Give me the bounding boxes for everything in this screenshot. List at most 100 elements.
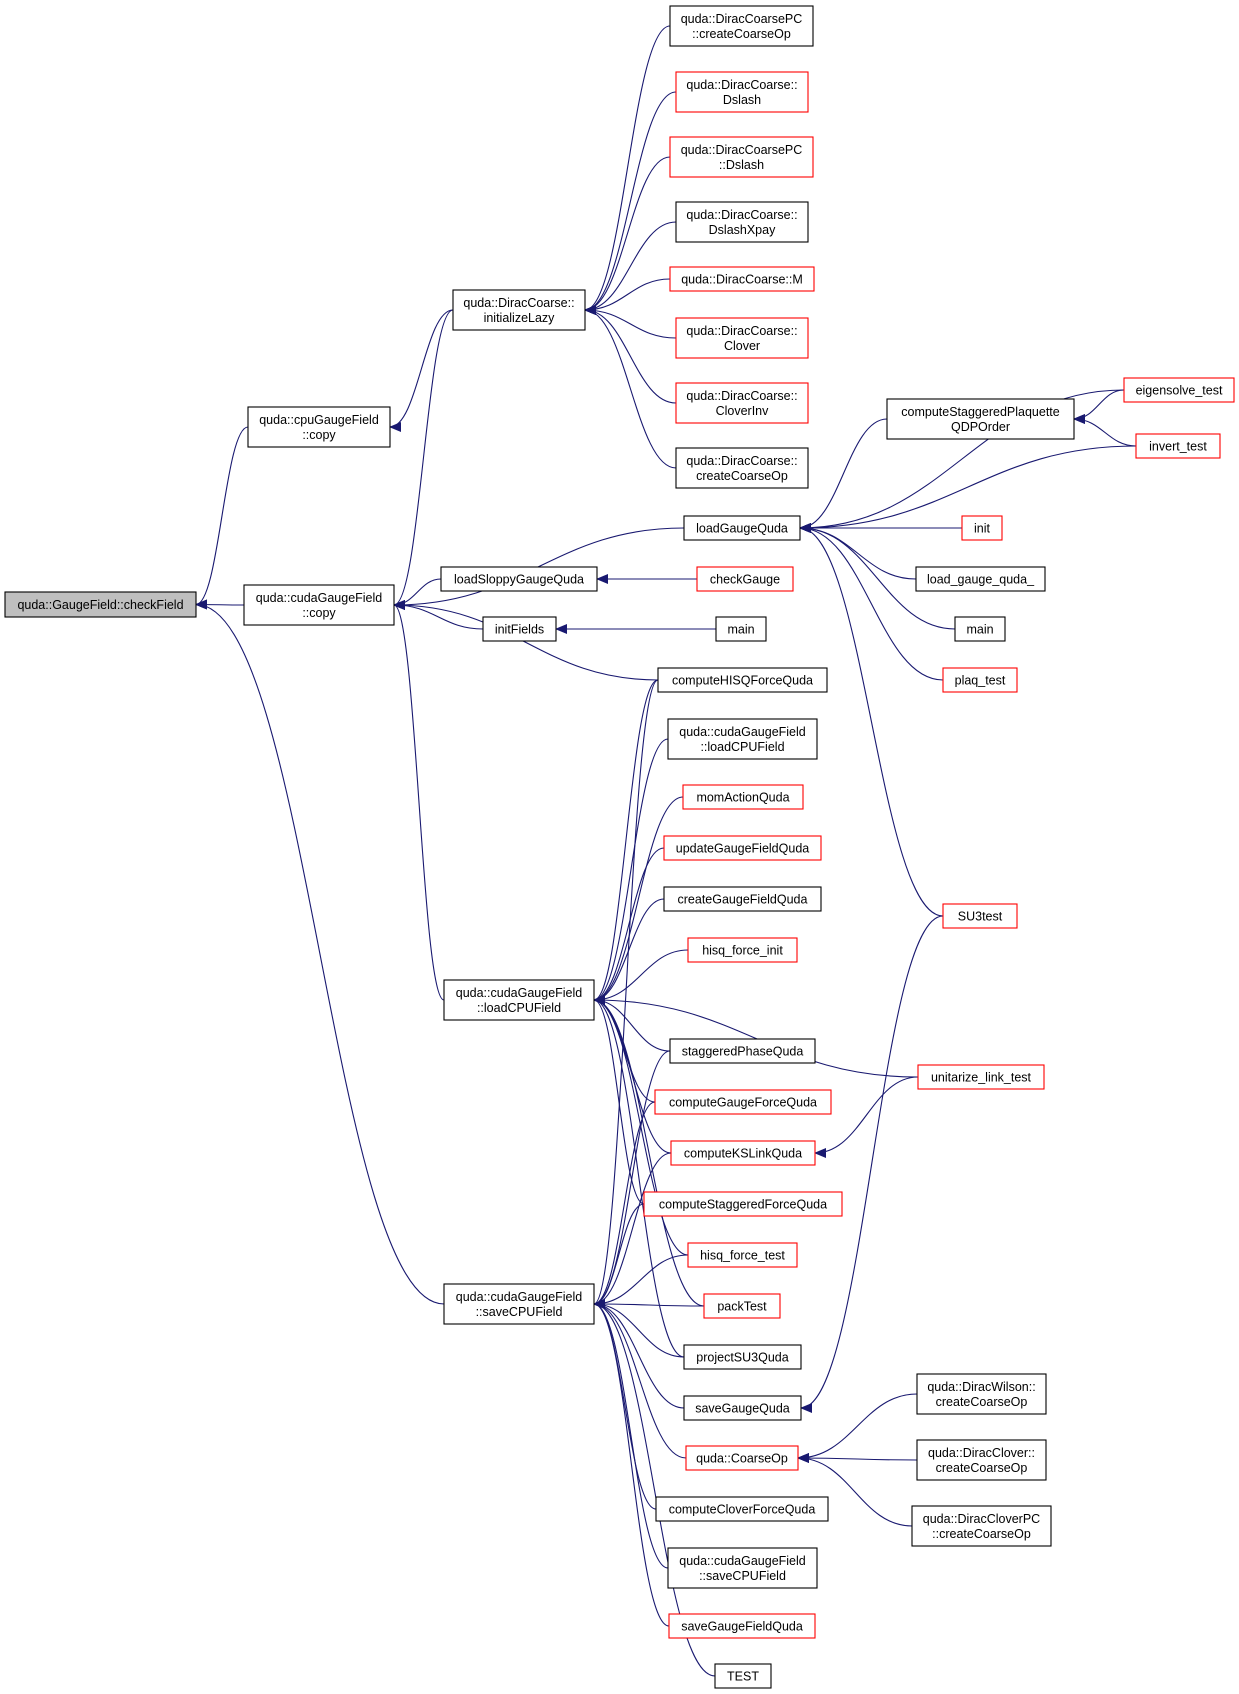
graph-node-cuda_copy[interactable]: quda::cudaGaugeField::copy	[243, 584, 395, 626]
node-box	[4, 591, 197, 618]
call-edge-unitarize-to-ksLink	[814, 1076, 919, 1158]
node-box	[675, 447, 809, 489]
node-label: hisq_force_test	[700, 1249, 785, 1263]
graph-node-saveGF[interactable]: saveGaugeFieldQuda	[668, 1613, 816, 1639]
graph-node-hisqInit[interactable]: hisq_force_init	[687, 937, 798, 963]
graph-node-plaq[interactable]: plaq_test	[942, 667, 1018, 693]
graph-node-dcl_create[interactable]: quda::DiracClover::createCoarseOp	[916, 1439, 1047, 1481]
graph-node-stagPhase[interactable]: staggeredPhaseQuda	[669, 1038, 816, 1064]
node-box	[915, 566, 1046, 592]
graph-node-dc_dslash[interactable]: quda::DiracCoarse::Dslash	[675, 71, 809, 113]
graph-node-cloverForce[interactable]: computeCloverForceQuda	[655, 1496, 829, 1522]
graph-node-packTest[interactable]: packTest	[703, 1293, 781, 1319]
node-label: saveGaugeFieldQuda	[681, 1620, 803, 1634]
node-box	[916, 1373, 1047, 1415]
graph-node-cpu_copy[interactable]: quda::cpuGaugeField::copy	[247, 406, 391, 448]
graph-node-ksLink[interactable]: computeKSLinkQuda	[670, 1140, 816, 1166]
node-box	[687, 1242, 798, 1268]
graph-node-cgf_save2[interactable]: quda::cudaGaugeField::saveCPUField	[667, 1547, 818, 1589]
node-box	[703, 1293, 781, 1319]
graph-node-cgf_save[interactable]: quda::cudaGaugeField::saveCPUField	[443, 1283, 595, 1325]
node-box	[657, 667, 828, 693]
graph-node-root[interactable]: quda::GaugeField::checkField	[4, 591, 197, 618]
graph-node-load_gauge_quda_[interactable]: load_gauge_quda_	[915, 566, 1046, 592]
node-label: DslashXpay	[709, 223, 776, 237]
node-label: quda::cpuGaugeField	[259, 413, 379, 427]
graph-node-dc_cloverinv[interactable]: quda::DiracCoarse::CloverInv	[675, 382, 809, 424]
node-box	[663, 835, 822, 861]
node-box	[667, 718, 818, 760]
node-label: quda::DiracWilson::	[927, 1380, 1035, 1394]
graph-node-checkGauge[interactable]: checkGauge	[696, 566, 794, 592]
node-label: quda::DiracCloverPC	[923, 1512, 1040, 1526]
graph-node-dcpc_create[interactable]: quda::DiracCoarsePC::createCoarseOp	[669, 5, 814, 47]
node-label: createCoarseOp	[696, 469, 788, 483]
node-label: createGaugeFieldQuda	[678, 893, 808, 907]
graph-node-hisqForce[interactable]: computeHISQForceQuda	[657, 667, 828, 693]
node-box	[696, 566, 794, 592]
node-box	[683, 1395, 802, 1421]
graph-node-cgf_load2[interactable]: quda::cudaGaugeField::loadCPUField	[667, 718, 818, 760]
call-edge-su3test-to-loadGauge	[799, 523, 944, 917]
graph-node-saveGauge[interactable]: saveGaugeQuda	[683, 1395, 802, 1421]
call-edge-dcpc_dslash-to-initLazy	[584, 156, 671, 315]
call-edge-cgf_save-to-root	[195, 599, 445, 1305]
graph-node-eigensolve[interactable]: eigensolve_test	[1123, 377, 1235, 403]
node-box	[443, 1283, 595, 1325]
node-label: ::saveCPUField	[699, 1569, 786, 1583]
node-box	[654, 1089, 832, 1115]
graph-node-loadSloppy[interactable]: loadSloppyGaugeQuda	[440, 566, 598, 592]
graph-node-initFields[interactable]: initFields	[482, 616, 557, 642]
graph-node-init[interactable]: init	[961, 515, 1003, 541]
graph-node-main2[interactable]: main	[715, 616, 767, 642]
graph-node-stagForce[interactable]: computeStaggeredForceQuda	[643, 1191, 843, 1217]
graph-node-initLazy[interactable]: quda::DiracCoarse::initializeLazy	[452, 289, 586, 331]
node-box	[655, 1496, 829, 1522]
graph-node-dc_dslashxpay[interactable]: quda::DiracCoarse::DslashXpay	[675, 201, 809, 243]
call-edge-projectSU3-to-cgf_load	[593, 995, 685, 1358]
graph-node-dc_m[interactable]: quda::DiracCoarse::M	[669, 266, 815, 292]
call-edge-dc_dslashxpay-to-initLazy	[584, 221, 677, 315]
node-box	[954, 616, 1006, 642]
node-label: plaq_test	[955, 674, 1006, 688]
graph-node-su3test[interactable]: SU3test	[942, 903, 1018, 929]
graph-node-projectSU3[interactable]: projectSU3Quda	[683, 1344, 802, 1370]
graph-node-coarseOp[interactable]: quda::CoarseOp	[685, 1445, 799, 1471]
call-edge-initFields-to-cuda_copy	[393, 600, 484, 630]
node-label: quda::cudaGaugeField	[456, 1290, 583, 1304]
graph-node-gaugeForce[interactable]: computeGaugeForceQuda	[654, 1089, 832, 1115]
graph-node-invert[interactable]: invert_test	[1135, 433, 1221, 459]
node-label: momActionQuda	[696, 791, 789, 805]
graph-node-cgf_load[interactable]: quda::cudaGaugeField::loadCPUField	[443, 979, 595, 1021]
graph-node-dcpc_dslash[interactable]: quda::DiracCoarsePC::Dslash	[669, 136, 814, 178]
node-label: ::copy	[302, 428, 336, 442]
call-edge-dc_cloverinv-to-initLazy	[584, 305, 677, 404]
node-label: quda::cudaGaugeField	[456, 986, 583, 1000]
node-label: quda::DiracCoarse::	[686, 454, 797, 468]
node-label: quda::cudaGaugeField	[679, 725, 806, 739]
node-label: CloverInv	[716, 404, 770, 418]
node-label: SU3test	[958, 910, 1003, 924]
graph-node-hisqTest[interactable]: hisq_force_test	[687, 1242, 798, 1268]
graph-node-unitarize[interactable]: unitarize_link_test	[917, 1064, 1045, 1090]
graph-node-TEST[interactable]: TEST	[714, 1663, 772, 1689]
graph-node-dc_clover[interactable]: quda::DiracCoarse::Clover	[675, 317, 809, 359]
graph-node-updateGF[interactable]: updateGaugeFieldQuda	[663, 835, 822, 861]
graph-node-createGF[interactable]: createGaugeFieldQuda	[663, 886, 822, 912]
graph-node-momAction[interactable]: momActionQuda	[682, 784, 804, 810]
call-edge-saveGF-to-cgf_save	[593, 1299, 670, 1627]
graph-node-dclpc_create[interactable]: quda::DiracCloverPC::createCoarseOp	[911, 1505, 1052, 1547]
node-box	[942, 903, 1018, 929]
graph-node-main1[interactable]: main	[954, 616, 1006, 642]
node-box	[669, 136, 814, 178]
call-edge-ksLink-to-cgf_save	[593, 1152, 672, 1309]
node-box	[482, 616, 557, 642]
graph-node-loadGauge[interactable]: loadGaugeQuda	[683, 515, 801, 541]
node-box	[247, 406, 391, 448]
call-edge-invert-to-loadGauge	[799, 445, 1137, 533]
graph-node-dc_create[interactable]: quda::DiracCoarse::createCoarseOp	[675, 447, 809, 489]
node-label: eigensolve_test	[1136, 384, 1223, 398]
node-label: computeKSLinkQuda	[684, 1147, 802, 1161]
graph-node-dw_create[interactable]: quda::DiracWilson::createCoarseOp	[916, 1373, 1047, 1415]
